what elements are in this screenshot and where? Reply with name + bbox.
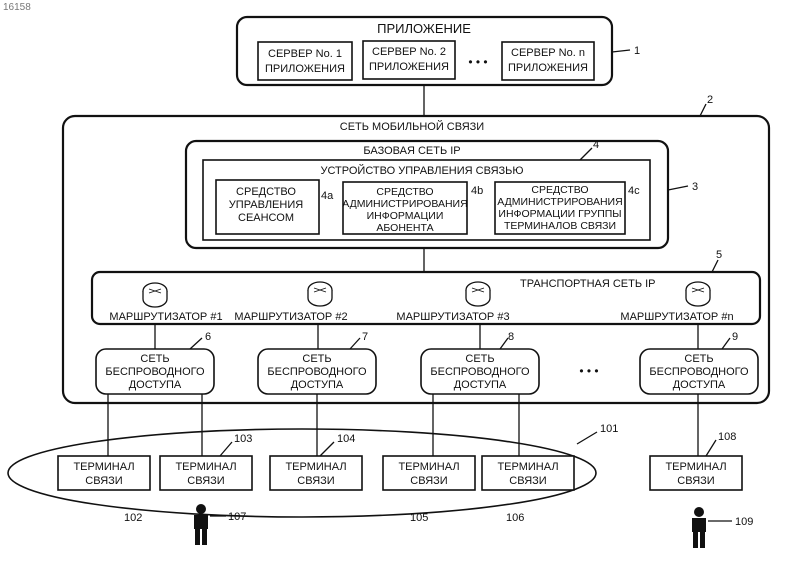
module-session-control: СРЕДСТВО УПРАВЛЕНИЯ СЕАНСОМ 4a xyxy=(216,180,334,234)
svg-text:ПРИЛОЖЕНИЯ: ПРИЛОЖЕНИЯ xyxy=(265,63,345,75)
svg-text:МАРШРУТИЗАТОР #3: МАРШРУТИЗАТОР #3 xyxy=(396,311,509,323)
svg-text:СЕТЬ: СЕТЬ xyxy=(465,353,494,365)
svg-text:СЕТЬ: СЕТЬ xyxy=(140,353,169,365)
svg-text:СЕТЬ: СЕТЬ xyxy=(684,353,713,365)
svg-text:СЕРВЕР No. 1: СЕРВЕР No. 1 xyxy=(268,48,342,60)
svg-text:БЕСПРОВОДНОГО: БЕСПРОВОДНОГО xyxy=(267,366,367,378)
svg-text:МАРШРУТИЗАТОР #n: МАРШРУТИЗАТОР #n xyxy=(620,311,733,323)
svg-text:АБОНЕНТА: АБОНЕНТА xyxy=(376,222,433,234)
comm-control-title: УСТРОЙСТВО УПРАВЛЕНИЯ СВЯЗЬЮ xyxy=(320,164,523,177)
module-subscriber-admin: СРЕДСТВО АДМИНИСТРИРОВАНИЯ ИНФОРМАЦИИ АБ… xyxy=(342,182,483,234)
wireless-ellipsis: • • • xyxy=(579,364,598,378)
svg-text:ДОСТУПА: ДОСТУПА xyxy=(291,379,344,391)
svg-text:СРЕДСТВО: СРЕДСТВО xyxy=(236,186,296,198)
svg-text:АДМИНИСТРИРОВАНИЯ: АДМИНИСТРИРОВАНИЯ xyxy=(497,196,622,208)
svg-text:ТЕРМИНАЛОВ СВЯЗИ: ТЕРМИНАЛОВ СВЯЗИ xyxy=(504,220,616,232)
terminal-106: ТЕРМИНАЛ СВЯЗИ 106 xyxy=(482,456,574,524)
module-terminal-group-admin: СРЕДСТВО АДМИНИСТРИРОВАНИЯ ИНФОРМАЦИИ ГР… xyxy=(495,182,640,234)
svg-text:ТЕРМИНАЛ: ТЕРМИНАЛ xyxy=(665,461,726,473)
app-server-1: СЕРВЕР No. 1 ПРИЛОЖЕНИЯ xyxy=(258,42,352,80)
svg-text:ТЕРМИНАЛ: ТЕРМИНАЛ xyxy=(175,461,236,473)
ref-5: 5 xyxy=(716,249,722,261)
svg-text:СЕРВЕР No. 2: СЕРВЕР No. 2 xyxy=(372,46,446,58)
ref-101: 101 xyxy=(600,423,618,435)
svg-text:СВЯЗИ: СВЯЗИ xyxy=(410,475,447,487)
ref-2: 2 xyxy=(707,94,713,106)
svg-text:БЕСПРОВОДНОГО: БЕСПРОВОДНОГО xyxy=(105,366,205,378)
svg-text:ПРИЛОЖЕНИЯ: ПРИЛОЖЕНИЯ xyxy=(508,62,588,74)
page-id: 16158 xyxy=(3,2,31,13)
terminal-103: ТЕРМИНАЛ СВЯЗИ 103 xyxy=(160,433,252,490)
ref-107: 107 xyxy=(228,511,246,523)
svg-text:СЕРВЕР No. n: СЕРВЕР No. n xyxy=(511,47,585,59)
ref-4: 4 xyxy=(593,139,599,151)
svg-text:СРЕДСТВО: СРЕДСТВО xyxy=(531,184,588,196)
terminal-104: ТЕРМИНАЛ СВЯЗИ 104 xyxy=(270,433,362,490)
mobile-network-title: СЕТЬ МОБИЛЬНОЙ СВЯЗИ xyxy=(340,120,484,133)
transport-title: ТРАНСПОРТНАЯ СЕТЬ IP xyxy=(520,278,656,290)
svg-text:БЕСПРОВОДНОГО: БЕСПРОВОДНОГО xyxy=(430,366,530,378)
person-icon: 107 xyxy=(194,504,246,545)
svg-text:СВЯЗИ: СВЯЗИ xyxy=(187,475,224,487)
terminal-105: ТЕРМИНАЛ СВЯЗИ 105 xyxy=(383,456,475,524)
terminal-102: ТЕРМИНАЛ СВЯЗИ 102 xyxy=(58,456,150,524)
svg-text:ТЕРМИНАЛ: ТЕРМИНАЛ xyxy=(285,461,346,473)
svg-text:СЕТЬ: СЕТЬ xyxy=(302,353,331,365)
ref-8: 8 xyxy=(508,331,514,343)
app-server-n: СЕРВЕР No. n ПРИЛОЖЕНИЯ xyxy=(502,42,594,80)
ref-109: 109 xyxy=(735,516,753,528)
app-server-2: СЕРВЕР No. 2 ПРИЛОЖЕНИЯ xyxy=(363,41,455,79)
ref-105: 105 xyxy=(410,512,428,524)
svg-text:МАРШРУТИЗАТОР #2: МАРШРУТИЗАТОР #2 xyxy=(234,311,347,323)
ref-9: 9 xyxy=(732,331,738,343)
svg-text:СЕАНСОМ: СЕАНСОМ xyxy=(238,212,294,224)
svg-text:СВЯЗИ: СВЯЗИ xyxy=(509,475,546,487)
svg-text:БЕСПРОВОДНОГО: БЕСПРОВОДНОГО xyxy=(649,366,749,378)
svg-text:СВЯЗИ: СВЯЗИ xyxy=(85,475,122,487)
ref-106: 106 xyxy=(506,512,524,524)
ref-108: 108 xyxy=(718,431,736,443)
ref-4c: 4c xyxy=(628,185,640,197)
ref-4a: 4a xyxy=(321,190,334,202)
svg-text:МАРШРУТИЗАТОР #1: МАРШРУТИЗАТОР #1 xyxy=(109,311,222,323)
svg-text:ДОСТУПА: ДОСТУПА xyxy=(129,379,182,391)
svg-text:ИНФОРМАЦИИ: ИНФОРМАЦИИ xyxy=(367,210,444,222)
svg-text:АДМИНИСТРИРОВАНИЯ: АДМИНИСТРИРОВАНИЯ xyxy=(342,198,467,210)
ref-1: 1 xyxy=(634,45,640,57)
ref-3: 3 xyxy=(692,181,698,193)
svg-text:ТЕРМИНАЛ: ТЕРМИНАЛ xyxy=(398,461,459,473)
svg-text:ДОСТУПА: ДОСТУПА xyxy=(673,379,726,391)
svg-text:УПРАВЛЕНИЯ: УПРАВЛЕНИЯ xyxy=(229,199,303,211)
ref-4b: 4b xyxy=(471,185,483,197)
terminal-108: ТЕРМИНАЛ СВЯЗИ 108 xyxy=(650,431,742,490)
svg-text:ТЕРМИНАЛ: ТЕРМИНАЛ xyxy=(73,461,134,473)
svg-text:ДОСТУПА: ДОСТУПА xyxy=(454,379,507,391)
ref-6: 6 xyxy=(205,331,211,343)
ref-104: 104 xyxy=(337,433,355,445)
server-ellipsis: • • • xyxy=(468,55,487,69)
svg-text:ТЕРМИНАЛ: ТЕРМИНАЛ xyxy=(497,461,558,473)
svg-text:СВЯЗИ: СВЯЗИ xyxy=(677,475,714,487)
svg-text:СРЕДСТВО: СРЕДСТВО xyxy=(376,186,433,198)
ip-core-title: БАЗОВАЯ СЕТЬ IP xyxy=(363,145,460,157)
svg-text:СВЯЗИ: СВЯЗИ xyxy=(297,475,334,487)
application-title: ПРИЛОЖЕНИЕ xyxy=(377,21,471,36)
ref-102: 102 xyxy=(124,512,142,524)
person-icon: 109 xyxy=(692,507,753,548)
svg-text:ИНФОРМАЦИИ ГРУППЫ: ИНФОРМАЦИИ ГРУППЫ xyxy=(498,208,621,220)
ref-7: 7 xyxy=(362,331,368,343)
svg-text:ПРИЛОЖЕНИЯ: ПРИЛОЖЕНИЯ xyxy=(369,61,449,73)
ref-103: 103 xyxy=(234,433,252,445)
